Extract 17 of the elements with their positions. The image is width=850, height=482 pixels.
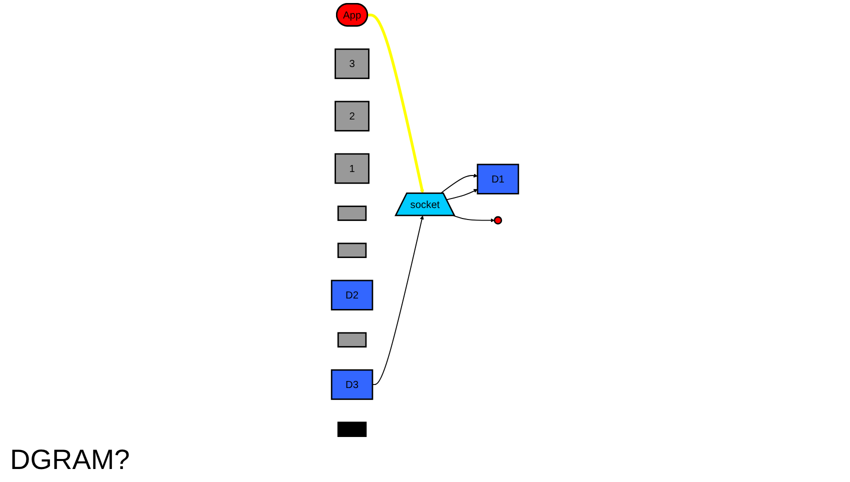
node-box: 3 bbox=[334, 48, 370, 80]
node-box bbox=[337, 242, 367, 258]
node-cross bbox=[494, 216, 502, 225]
arrow bbox=[446, 189, 478, 200]
arrow bbox=[453, 215, 495, 222]
arrow bbox=[368, 14, 424, 194]
node-box bbox=[337, 422, 367, 437]
node-box: D1 bbox=[476, 164, 520, 194]
node-box: 2 bbox=[334, 100, 370, 132]
node-box: D2 bbox=[330, 280, 374, 310]
node-box bbox=[337, 206, 367, 221]
arrow bbox=[372, 216, 424, 386]
arrow bbox=[440, 174, 478, 194]
node-box: 1 bbox=[334, 153, 370, 184]
node-box: D3 bbox=[330, 369, 374, 400]
node-box bbox=[337, 332, 367, 348]
note-text: DGRAM? bbox=[10, 444, 130, 476]
